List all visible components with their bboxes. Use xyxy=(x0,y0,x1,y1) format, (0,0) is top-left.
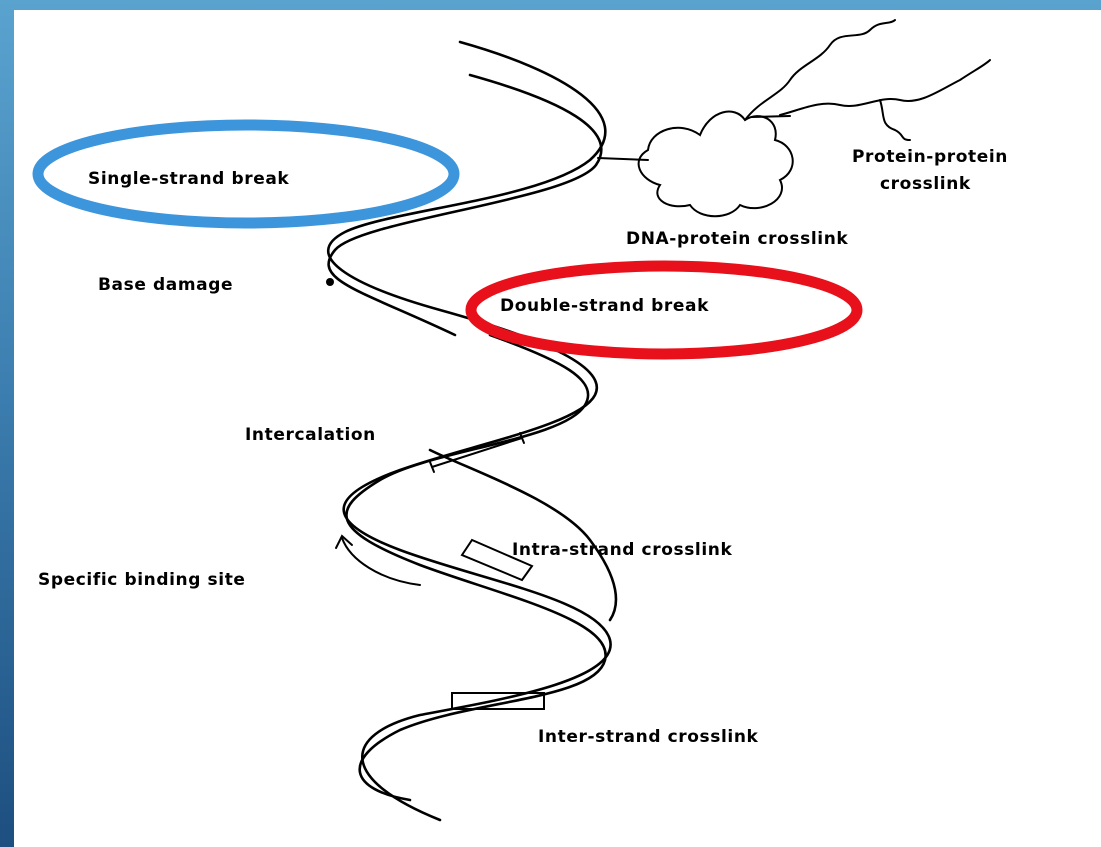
label-inter-strand-crosslink: Inter-strand crosslink xyxy=(538,727,759,747)
protein-strand-tail xyxy=(879,99,911,141)
diagram-labels: Single-strand break Protein-protein cros… xyxy=(38,147,1008,747)
diagram-panel xyxy=(14,10,1101,847)
label-specific-binding-site: Specific binding site xyxy=(38,570,246,590)
single-strand-break-highlight xyxy=(32,119,460,229)
damage-markers xyxy=(326,278,545,710)
label-double-strand-break: Double-strand break xyxy=(500,296,709,316)
protein-strand-upper xyxy=(744,19,896,121)
protein-protein-link xyxy=(751,115,791,118)
dna-protein-link xyxy=(597,157,649,161)
double-strand-break-highlight xyxy=(465,260,863,360)
helix-strand-b-lower xyxy=(345,333,607,802)
label-intra-strand-crosslink: Intra-strand crosslink xyxy=(512,540,732,560)
protein-blob-main xyxy=(637,110,794,218)
label-protein-protein: Protein-protein xyxy=(852,147,1008,167)
protein-strand-right xyxy=(779,59,991,116)
helix-strand-c xyxy=(428,448,618,622)
label-base-damage: Base damage xyxy=(98,275,233,295)
base-damage-marker xyxy=(326,278,334,286)
intercalation-bar xyxy=(431,437,523,468)
intercalation-bar-end-b xyxy=(519,432,525,444)
binding-site-arrowhead xyxy=(335,534,353,549)
binding-site-arrow xyxy=(341,537,421,586)
inter-strand-crosslink-box xyxy=(451,692,545,710)
label-protein-protein-crosslink: crosslink xyxy=(880,174,971,194)
protein-structure xyxy=(597,19,991,218)
intra-strand-crosslink-box xyxy=(460,538,534,582)
intercalation-bar-end-a xyxy=(429,461,435,473)
helix-strand-b xyxy=(327,73,603,337)
helix-strand-a xyxy=(326,40,612,822)
label-single-strand-break: Single-strand break xyxy=(88,169,289,189)
label-dna-protein-crosslink: DNA-protein crosslink xyxy=(626,229,848,249)
label-intercalation: Intercalation xyxy=(245,425,376,445)
dna-helix xyxy=(326,40,618,822)
